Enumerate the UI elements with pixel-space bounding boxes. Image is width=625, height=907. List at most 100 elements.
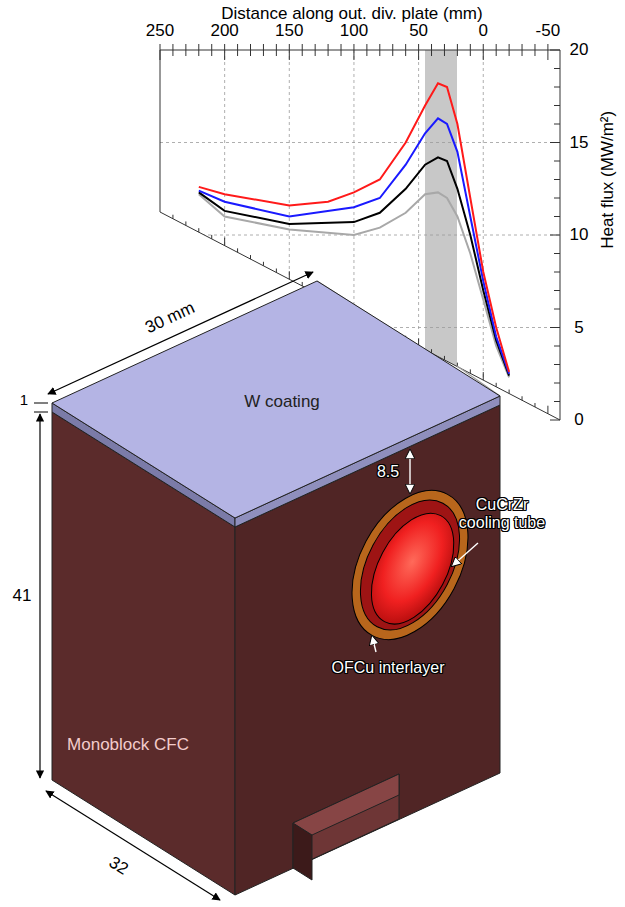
- dimension-line: [409, 450, 410, 493]
- axis-tick: [554, 179, 560, 180]
- axis-tick: [211, 235, 212, 239]
- ofcu-interlayer: [328, 471, 491, 659]
- axis-tick: [250, 50, 251, 56]
- w-coating-top: [52, 281, 500, 518]
- axis-tick: [483, 372, 484, 380]
- grid-line: [483, 50, 484, 430]
- dimension-label: 1: [20, 391, 28, 408]
- axis-tick: [483, 50, 484, 60]
- axis-tick: [509, 390, 510, 394]
- axis-tick: [405, 50, 406, 56]
- axis-tick: [160, 44, 161, 50]
- axis-tick: [547, 406, 548, 414]
- axis-tick: [522, 396, 523, 400]
- axis-tick: [457, 44, 458, 50]
- axis-tick: [366, 50, 367, 56]
- axis-tick: [172, 50, 173, 56]
- axis-tick: [534, 403, 535, 407]
- axis-tick: [353, 50, 354, 60]
- axis-tick: [276, 44, 277, 50]
- axis-tick: [289, 271, 290, 279]
- axis-tick: [547, 50, 548, 60]
- axis-tick: [554, 309, 560, 310]
- axis-tick: [444, 44, 445, 50]
- axis-tick: [554, 290, 560, 291]
- axis-tick: [496, 44, 497, 50]
- axis-tick: [237, 248, 238, 252]
- axis-tick: [457, 50, 458, 56]
- axis-tick: [550, 142, 560, 143]
- cucrzr-tube: [340, 483, 480, 646]
- axis-tick: [263, 50, 264, 56]
- tick-label: 0: [574, 410, 583, 430]
- axis-tick: [172, 215, 173, 219]
- part-label: Monoblock CFC: [67, 735, 189, 755]
- axis-tick: [534, 50, 535, 56]
- axis-tick: [554, 216, 560, 217]
- axis-tick: [550, 327, 560, 328]
- axis-tick: [198, 228, 199, 232]
- part-label: CuCrZr cooling tube: [452, 496, 552, 533]
- dimension-tick: [34, 403, 48, 404]
- axis-title: Distance along out. div. plate (mm): [221, 4, 482, 24]
- tick-label: 50: [409, 21, 428, 41]
- axis-tick: [522, 44, 523, 50]
- axis-tick: [263, 44, 264, 50]
- axis-tick: [418, 50, 419, 60]
- axis-tick: [444, 50, 445, 56]
- axis-tick: [496, 50, 497, 56]
- axis-tick: [198, 50, 199, 56]
- axis-tick: [160, 50, 161, 60]
- monoblock: [52, 281, 500, 895]
- dimension-tick: [34, 412, 48, 413]
- axis-tick: [366, 44, 367, 50]
- axis-tick: [554, 87, 560, 88]
- axis-tick: [379, 44, 380, 50]
- axis-tick: [550, 50, 560, 51]
- axis-tick: [302, 44, 303, 50]
- axis-tick: [250, 44, 251, 50]
- axis-tick: [328, 50, 329, 56]
- axis-tick: [341, 50, 342, 56]
- grid-line: [160, 142, 560, 143]
- axis-tick: [185, 50, 186, 56]
- axis-tick: [379, 50, 380, 56]
- part-label: OFCu interlayer: [332, 659, 445, 677]
- axis-tick: [431, 50, 432, 56]
- axis-tick: [198, 44, 199, 50]
- axis-tick: [554, 68, 560, 69]
- axis-tick: [509, 44, 510, 50]
- axis-tick: [554, 364, 560, 365]
- axis-tick: [470, 369, 471, 373]
- tick-label: 250: [146, 21, 174, 41]
- axis-title: Heat flux (MW/m²): [598, 111, 618, 249]
- dimension-line: [39, 414, 40, 778]
- tick-label: 0: [479, 21, 488, 41]
- axis-tick: [554, 124, 560, 125]
- axis-tick: [550, 235, 560, 236]
- dimension-line: [46, 791, 220, 900]
- dimension-label: 32: [105, 853, 131, 880]
- axis-tick: [315, 44, 316, 50]
- axis-tick: [496, 383, 497, 387]
- axis-tick: [276, 50, 277, 56]
- axis-tick: [431, 44, 432, 50]
- tube-bore: [354, 500, 470, 638]
- axis-tick: [224, 238, 225, 246]
- axis-tick: [328, 44, 329, 50]
- axis-tick: [405, 44, 406, 50]
- axis-tick: [554, 401, 560, 402]
- axis-tick: [289, 50, 290, 60]
- tick-label: 150: [275, 21, 303, 41]
- part-label: W coating: [244, 392, 320, 412]
- axis-tick: [483, 44, 484, 50]
- axis-tick: [470, 44, 471, 50]
- axis-tick: [418, 44, 419, 50]
- axis-tick: [276, 269, 277, 273]
- axis-tick: [554, 161, 560, 162]
- axis-tick: [470, 50, 471, 56]
- dimension-label: 30 mm: [142, 298, 197, 337]
- axis-tick: [554, 198, 560, 199]
- tick-label: -50: [536, 21, 561, 41]
